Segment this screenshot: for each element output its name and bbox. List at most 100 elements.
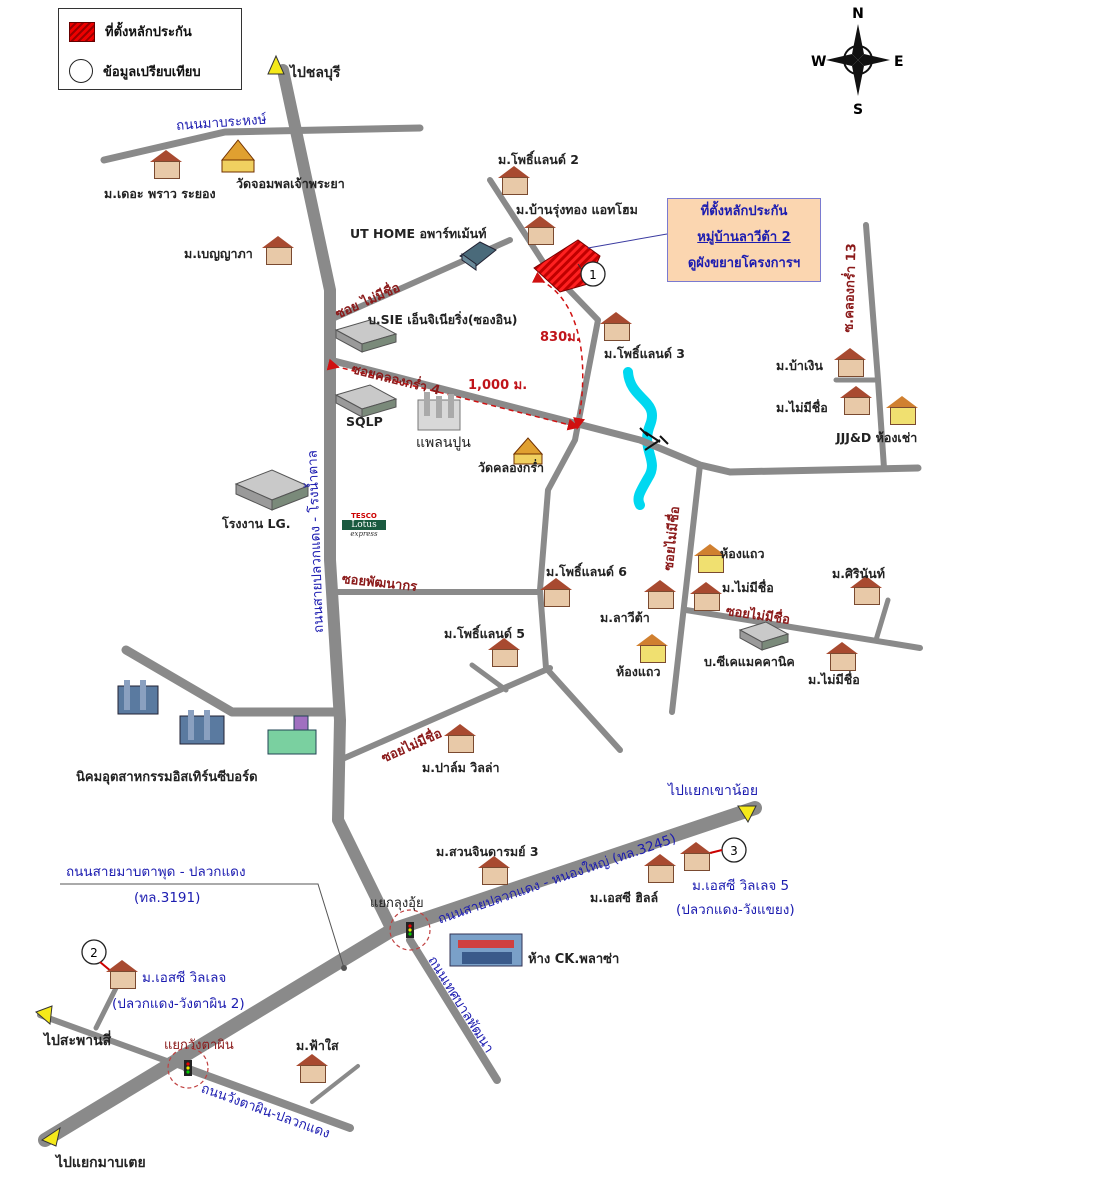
road-map-ta-phut-code: (ทล.3191) [134, 890, 201, 906]
place-ban-ngoen: ม.บ้าเงิน [776, 358, 823, 373]
house-icon [850, 576, 882, 605]
marker-3-label: 3 [730, 844, 738, 858]
place-mai-mi-chue-1: ม.ไม่มีชื่อ [776, 400, 828, 415]
collateral-callout[interactable]: ที่ตั้งหลักประกัน หมู่บ้านลาวีต้า 2 ดูผั… [667, 198, 821, 282]
junction-wang-ta-phin-circle[interactable] [167, 1047, 209, 1089]
place-townhouse-1: ห้องแถว [720, 546, 765, 561]
house-icon [106, 960, 138, 989]
distance-1000-label: 1,000 ม. [468, 378, 528, 393]
callout-project: หมู่บ้านลาวีต้า 2 [697, 230, 791, 245]
place-bencha: ม.เบญญาภา [184, 246, 253, 261]
place-esc-village-5: ม.เอสซี วิลเลจ 5 [692, 878, 790, 894]
house-icon [488, 638, 520, 667]
direction-chonburi: ไปชลบุรี [290, 65, 341, 81]
place-sirinan: ม.ศิรินันท์ [832, 566, 885, 581]
place-pho-land-2: ม.โพธิ์แลนด์ 2 [498, 152, 579, 167]
callout-title: ที่ตั้งหลักประกัน [700, 204, 788, 219]
map-legend: ที่ตั้งหลักประกัน ข้อมูลเปรียบเทียบ [58, 8, 242, 90]
factory-icon [738, 621, 790, 651]
legend-comparison: ข้อมูลเปรียบเทียบ [69, 59, 201, 83]
house-icon [444, 724, 476, 753]
place-townhouse-2: ห้องแถว [616, 664, 661, 679]
house-icon [636, 634, 668, 663]
distance-830-label: 830ม. [540, 330, 581, 345]
place-pho-land-5: ม.โพธิ์แลนด์ 5 [444, 626, 525, 641]
legend-collateral-label: ที่ตั้งหลักประกัน [105, 25, 192, 40]
house-icon [498, 166, 530, 195]
lotus-word: Lotus [342, 520, 386, 530]
compass-rose-icon: N S W E [811, 6, 904, 116]
callout-note: ดูผังขยายโครงการฯ [687, 256, 801, 271]
compass-w: W [811, 54, 826, 70]
place-esc-hill: ม.เอสซี ฮิลล์ [590, 890, 659, 905]
shopping-mall-icon [449, 933, 523, 967]
tesco-lotus-logo: TESCO Lotus express [342, 512, 386, 544]
house-icon [524, 216, 556, 245]
junction-klong-oi-label: แยกลุงอุ้ย [370, 896, 424, 911]
direction-saphan-si: ไปสะพานสี่ [44, 1033, 112, 1049]
road-khlong-kram-13: ซ.คลองกร่ำ 13 [841, 242, 860, 333]
place-fa-sai: ม.ฟ้าใส [296, 1038, 339, 1053]
arrow-west [35, 1005, 53, 1025]
house-icon [834, 348, 866, 377]
arrow-northeast [737, 805, 757, 824]
distance-830 [531, 271, 586, 430]
road-map-ta-phut-label: ถนนสายมาบตาพุด - ปลวกแดง [66, 864, 246, 880]
direction-arrows [35, 54, 757, 1147]
factory-icon [234, 469, 310, 511]
house-icon [296, 1054, 328, 1083]
place-b-mechanic: บ.ซีเคแมคคานิค [704, 654, 795, 669]
place-ban-rung-thong: ม.บ้านรุ่งทอง แอทโฮม [516, 202, 638, 217]
house-icon [540, 578, 572, 607]
marker-3[interactable]: 3 [705, 837, 747, 863]
compass-e: E [894, 54, 904, 70]
legend-comparison-label: ข้อมูลเปรียบเทียบ [103, 64, 201, 80]
place-cement-plant: แพลนปูน [416, 435, 471, 451]
apartment-icon [459, 241, 497, 271]
place-ut-home: UT HOME อพาร์ทเม้นท์ [350, 226, 487, 241]
tesco-word: TESCO [351, 512, 377, 520]
place-palm-villa: ม.ปาล์ม วิลล่า [422, 760, 500, 775]
bridge-icon [639, 427, 669, 451]
place-lg-factory: โรงงาน LG. [222, 516, 291, 531]
road-label-leader [60, 883, 345, 969]
comparison-circle-icon [69, 59, 93, 83]
place-wat-chom: วัดจอมพลเจ้าพระยา [236, 176, 345, 191]
place-pho-land-3: ม.โพธิ์แลนด์ 3 [604, 346, 685, 361]
place-suan-jindarom: ม.สวนจินดารมย์ 3 [436, 844, 539, 859]
house-icon [886, 396, 918, 425]
legend-collateral: ที่ตั้งหลักประกัน [69, 21, 192, 42]
cement-plant-icon [417, 392, 461, 431]
industrial-estate-icon [117, 680, 317, 755]
direction-khao-noi: ไปแยกเขาน้อย [668, 783, 759, 799]
place-sie: บ.SIE เอ็นจิเนียริ่ง(ซองอิน) [368, 312, 518, 327]
factory-icon [334, 319, 398, 353]
arrow-north [267, 54, 285, 75]
place-lavita: ม.ลาวีต้า [600, 610, 650, 625]
place-esc-village-5-sub: (ปลวกแดง-วังแขยง) [676, 902, 795, 918]
junction-wang-ta-phin-label: แยกวังตาผิน [164, 1038, 234, 1053]
temple-icon [220, 139, 256, 173]
direction-map-ta-phut: ไปแยกมาบเตย [56, 1155, 146, 1171]
place-mai-mi-chue-2: ม.ไม่มีชื่อ [722, 580, 774, 595]
junction-klong-oi-circle[interactable] [389, 909, 431, 951]
place-esc-village-sub: (ปลวกแดง-วังตาผิน 2) [112, 996, 245, 1012]
collateral-swatch [69, 21, 95, 42]
house-icon [644, 580, 676, 609]
marker-2-label: 2 [90, 946, 98, 960]
house-icon [478, 856, 510, 885]
house-icon [840, 386, 872, 415]
place-ck-plaza: ห้าง CK.พลาซ่า [528, 952, 620, 967]
leader-dot [341, 965, 347, 971]
place-pho-land-6: ม.โพธิ์แลนด์ 6 [546, 564, 627, 579]
compass-n: N [852, 6, 864, 22]
place-mai-mi-chue-3: ม.ไม่มีชื่อ [808, 672, 860, 687]
callout-leader [587, 233, 668, 249]
house-icon [600, 312, 632, 341]
marker-1[interactable]: 1 [577, 261, 606, 287]
house-icon [690, 582, 722, 611]
place-the-prao: ม.เดอะ พราว ระยอง [104, 186, 216, 201]
compass-s: S [853, 102, 863, 116]
place-sqlp: SQLP [346, 414, 383, 429]
